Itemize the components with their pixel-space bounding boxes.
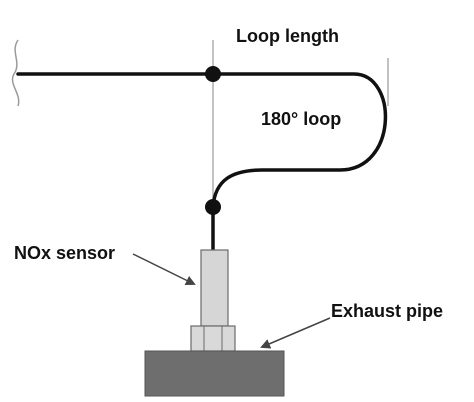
sensor-cable bbox=[16, 72, 388, 209]
exhaust-pipe bbox=[144, 350, 285, 397]
junction-point-bottom bbox=[205, 199, 221, 215]
loop-180-label: 180° loop bbox=[261, 109, 341, 129]
nox-sensor-body bbox=[200, 249, 229, 327]
junction-point-top bbox=[205, 66, 221, 82]
exhaust-pipe-arrow bbox=[260, 317, 331, 349]
exhaust-pipe-label: Exhaust pipe bbox=[331, 301, 443, 321]
loop-length-label: Loop length bbox=[236, 26, 339, 46]
break-mark bbox=[11, 39, 20, 107]
nox-sensor-arrow bbox=[132, 253, 196, 285]
sensor-hex-nut bbox=[190, 325, 236, 352]
nox-sensor-label: NOx sensor bbox=[14, 243, 115, 263]
